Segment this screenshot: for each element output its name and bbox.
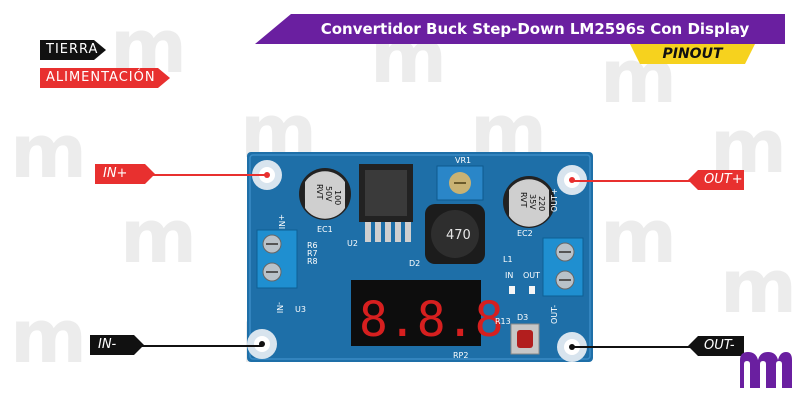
svg-text:-NI: -NI: [275, 302, 284, 313]
svg-text:8.8.8.: 8.8.8.: [359, 292, 532, 348]
svg-text:RP2: RP2: [453, 351, 468, 360]
svg-text:L1: L1: [503, 255, 513, 264]
svg-text:470: 470: [446, 228, 471, 243]
svg-text:R6: R6: [307, 241, 318, 250]
pin-out-plus: OUT+: [688, 170, 744, 190]
svg-text:D3: D3: [517, 313, 528, 322]
svg-text:RVT: RVT: [519, 192, 528, 208]
svg-text:VR1: VR1: [455, 156, 471, 165]
svg-text:OUT-: OUT-: [550, 305, 559, 324]
pin-in-minus: IN-: [90, 335, 144, 355]
svg-text:R7: R7: [307, 249, 318, 258]
svg-text:35V: 35V: [528, 194, 537, 210]
svg-text:R13: R13: [495, 317, 511, 326]
led-in: [509, 286, 515, 294]
svg-text:U2: U2: [347, 239, 358, 248]
svg-text:OUT+: OUT+: [550, 188, 559, 212]
page-title: Convertidor Buck Step-Down LM2596s Con D…: [320, 20, 750, 38]
hole-in-minus: [247, 329, 277, 359]
svg-text:R8: R8: [307, 257, 318, 266]
wire-out-minus: [572, 346, 692, 348]
svg-text:U3: U3: [295, 305, 306, 314]
terminal-block-input: [256, 229, 298, 289]
seven-segment-display: 8.8.8.: [351, 280, 532, 348]
pinout-label: PINOUT: [662, 46, 723, 62]
svg-text:EC1: EC1: [317, 225, 333, 234]
wire-out-plus: [572, 180, 692, 182]
svg-text:RVT: RVT: [315, 184, 324, 200]
svg-text:IN: IN: [505, 271, 513, 280]
svg-text:D2: D2: [409, 259, 420, 268]
regulator-u2: [359, 164, 413, 242]
pin-out-minus: OUT-: [688, 336, 744, 356]
wire-in-minus: [140, 345, 262, 347]
capacitor-ec2: 220 35V RVT: [503, 176, 555, 228]
lm2596-board: 100 50V RVT 220 35V RVT 470: [247, 152, 593, 362]
wire-in-plus: [150, 174, 267, 176]
svg-text:50V: 50V: [324, 186, 333, 202]
capacitor-ec1: 100 50V RVT: [299, 168, 351, 220]
legend-power: ALIMENTACIÓN: [40, 68, 170, 88]
svg-text:OUT: OUT: [523, 271, 540, 280]
pinout-banner: [630, 44, 755, 64]
legend-ground: TIERRA: [40, 40, 106, 60]
inductor-l1: 470: [425, 204, 485, 264]
led-out: [529, 286, 535, 294]
silkscreen-labels: +NI -NI OUT+ OUT- VR1 EC1 EC2 U2 U3 D2 D…: [275, 156, 559, 360]
title-banner: [255, 14, 785, 44]
terminal-block-output: [542, 237, 584, 297]
letter-m-logo-icon: [740, 352, 792, 388]
pin-in-plus: IN+: [95, 164, 155, 184]
svg-text:100: 100: [333, 190, 342, 205]
push-button: [510, 323, 540, 355]
svg-text:+NI: +NI: [277, 214, 286, 229]
svg-text:220: 220: [537, 196, 546, 211]
hole-in-plus: [252, 160, 282, 190]
svg-text:EC2: EC2: [517, 229, 533, 238]
potentiometer-vr1: [436, 165, 484, 201]
